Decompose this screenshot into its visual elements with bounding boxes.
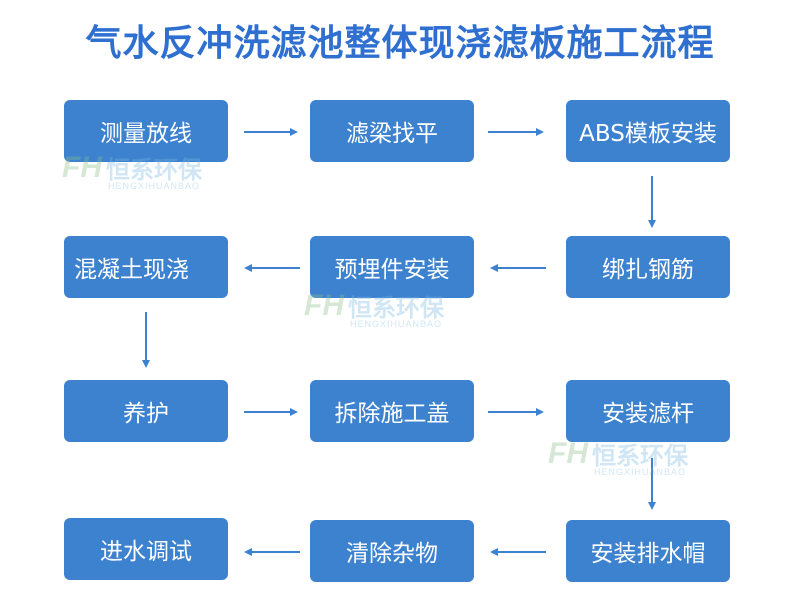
watermark-subtext: HENGXIHUANBAO	[594, 467, 687, 477]
watermark-text: 恒系环保	[348, 295, 444, 322]
step-7-box: 养护	[64, 380, 228, 442]
step-5-box: 预埋件安装	[310, 236, 474, 298]
step-9-box: 安装滤杆	[566, 380, 730, 442]
watermark-mark-icon: FH	[548, 436, 588, 470]
watermark-mark-icon: FH	[62, 150, 102, 184]
watermark-text: 恒系环保	[592, 443, 688, 470]
watermark-subtext: HENGXIHUANBAO	[350, 319, 443, 329]
step-4-box: 绑扎钢筋	[566, 236, 730, 298]
step-12-box: 进水调试	[64, 518, 228, 580]
watermark-subtext: HENGXIHUANBAO	[108, 181, 201, 191]
step-2-box: 滤梁找平	[310, 100, 474, 162]
step-11-box: 清除杂物	[310, 520, 474, 582]
page-title: 气水反冲洗滤池整体现浇滤板施工流程	[85, 23, 715, 64]
step-8-box: 拆除施工盖	[310, 380, 474, 442]
step-1-box: 测量放线	[64, 100, 228, 162]
step-3-box: ABS模板安装	[566, 100, 730, 162]
watermark-text: 恒系环保	[106, 157, 202, 184]
step-10-box: 安装排水帽	[566, 520, 730, 582]
step-6-box: 混凝土现浇	[64, 236, 228, 298]
watermark-mark-icon: FH	[304, 288, 344, 322]
